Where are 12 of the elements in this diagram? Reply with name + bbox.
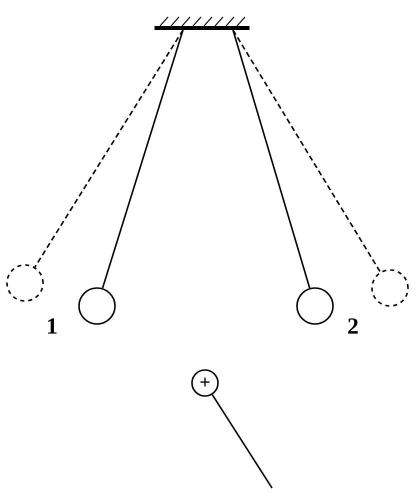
string xyxy=(102,30,184,288)
string xyxy=(232,30,310,288)
ball-number: 2 xyxy=(348,318,358,334)
ball xyxy=(296,287,334,325)
charged-ball: + xyxy=(191,369,219,397)
string xyxy=(232,30,381,272)
ball-position xyxy=(6,264,44,302)
ball xyxy=(78,287,116,325)
ceiling-support xyxy=(154,16,250,30)
ball-number: 1 xyxy=(48,318,57,334)
ball-position xyxy=(371,269,409,307)
string xyxy=(34,30,184,268)
